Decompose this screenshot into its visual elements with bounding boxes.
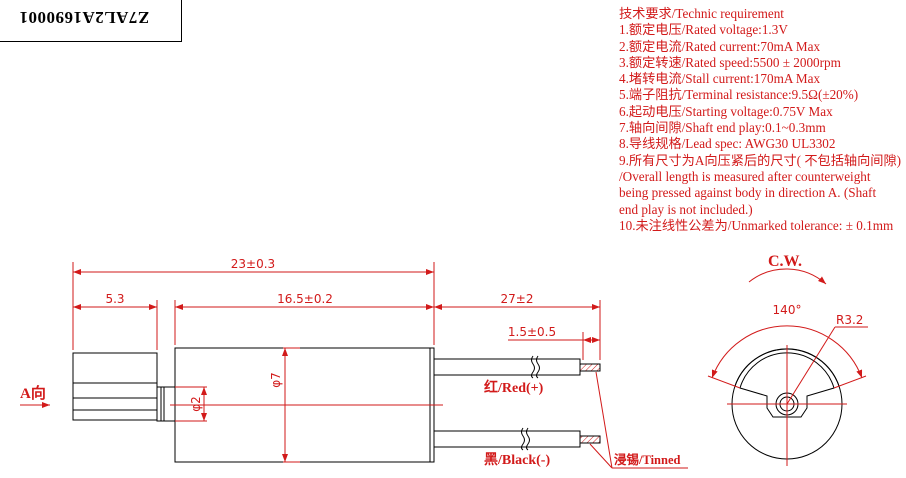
part-number-box: Z7AL2A1690001 [0,0,182,42]
spec-item: 2.额定电流/Rated current:70mA Max [619,38,821,54]
dimension-body: 16.5±0.2 [175,292,434,310]
end-view [707,268,868,466]
svg-text:φ2: φ2 [189,396,203,412]
radius-label: R3.2 [836,313,863,327]
spec-item: end play is not included.) [619,201,753,217]
direction-label: A向 [20,384,46,402]
svg-text:27±2: 27±2 [501,292,534,306]
red-wire [434,355,581,379]
shaft [156,386,176,422]
svg-text:23±0.3: 23±0.3 [231,257,275,271]
dimension-strip: 1.5±0.5 [508,325,600,343]
dimension-weight: 5.3 [73,292,157,310]
svg-text:φ7: φ7 [269,372,283,388]
rotation-label: C.W. [768,253,802,270]
red-wire-label: 红/Red(+) [484,379,544,396]
tinned-leader [589,371,688,469]
red-wire-tinned-end [579,363,601,372]
spec-item: 1.额定电压/Rated voltage:1.3V [619,22,788,38]
spec-item: /Overall length is measured after counte… [619,168,871,184]
spec-item: 10.未注线性公差为/Unmarked tolerance: ± 0.1mm [619,217,894,233]
dimension-overall: 23±0.3 [73,257,434,275]
spec-item: 4.堵转电流/Stall current:170mA Max [619,71,821,87]
dimension-body-diameter: φ7 [269,347,300,463]
angle-label: 140° [773,303,802,317]
dimension-lead: 27±2 [434,292,600,310]
svg-text:5.3: 5.3 [105,292,124,306]
tinned-label: 浸锡/Tinned [614,452,681,467]
spec-item: 5.端子阻抗/Terminal resistance:9.5Ω(±20%) [619,87,859,103]
extension-lines [72,262,601,360]
technical-requirements: 技术要求/Technic requirement 1.额定电压/Rated vo… [619,6,901,234]
spec-item: 3.额定转速/Rated speed:5500 ± 2000rpm [619,54,841,70]
spec-item: 6.起动电压/Starting voltage:0.75V Max [619,103,833,119]
svg-text:1.5±0.5: 1.5±0.5 [508,325,556,339]
counterweight [72,352,158,421]
black-wire-tinned-end [579,435,601,444]
spec-item: 9.所有尺寸为A向压紧后的尺寸( 不包括轴向间隙) [619,152,902,168]
dimension-shaft-diameter: φ2 [175,386,207,422]
spec-item: 7.轴向间隙/Shaft end play:0.1~0.3mm [619,120,826,136]
svg-text:16.5±0.2: 16.5±0.2 [277,292,333,306]
spec-item: being pressed against body in direction … [619,185,877,201]
spec-item: 8.导线规格/Lead spec: AWG30 UL3302 [619,136,836,152]
black-wire [434,427,581,451]
black-wire-label: 黑/Black(-) [484,452,550,468]
spec-title: 技术要求/Technic requirement [619,6,784,21]
